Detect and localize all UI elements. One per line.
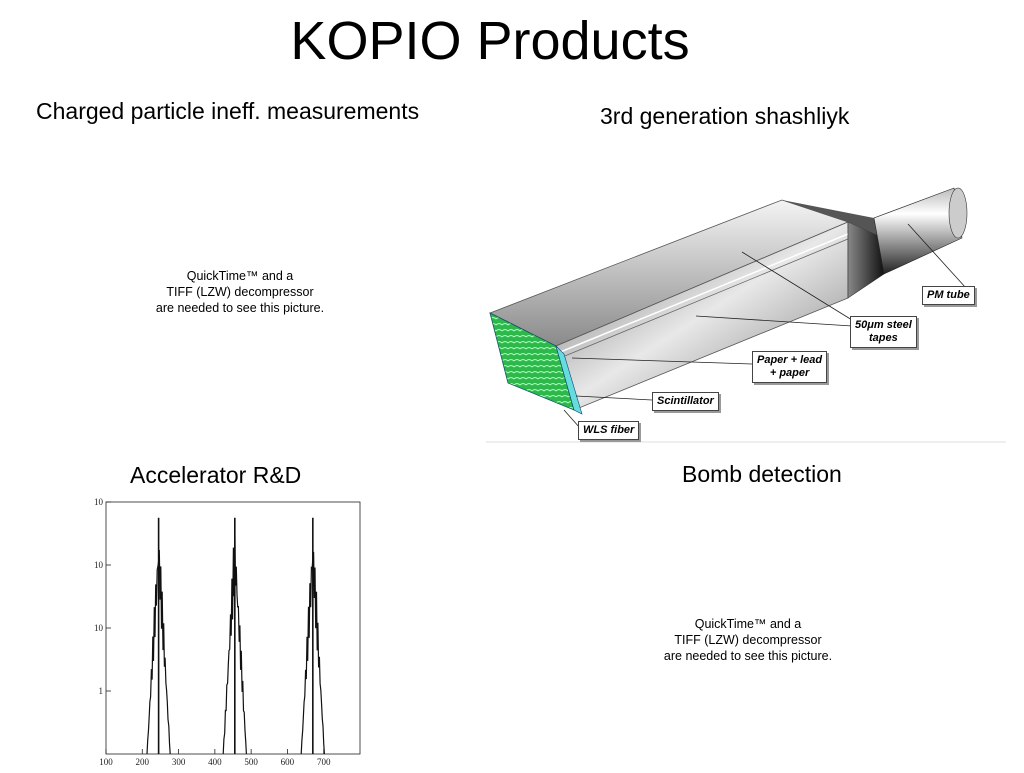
module-drawing xyxy=(486,187,1006,443)
caption-shashliyk: 3rd generation shashliyk xyxy=(600,103,850,129)
label-pm-tube: PM tube xyxy=(922,286,975,305)
quicktime-placeholder-bottom: QuickTime™ and a TIFF (LZW) decompressor… xyxy=(628,616,868,664)
x-tick-label: 500 xyxy=(244,757,258,767)
label-paper-lead: Paper + lead + paper xyxy=(752,351,828,383)
y-tick-label: 10 xyxy=(94,560,104,570)
placeholder-line: TIFF (LZW) decompressor xyxy=(166,285,314,299)
x-tick-label: 400 xyxy=(208,757,222,767)
plot-svg: 100 200 300 400 500 600 700 1 10 10 10 xyxy=(94,497,361,767)
placeholder-line: QuickTime™ and a xyxy=(186,269,294,283)
y-tick-label: 10 xyxy=(94,623,104,633)
x-tick-label: 300 xyxy=(172,757,186,767)
caption-bomb-detection: Bomb detection xyxy=(682,461,842,487)
quicktime-placeholder-top: QuickTime™ and a TIFF (LZW) decompressor… xyxy=(120,268,360,316)
page-title: KOPIO Products xyxy=(290,11,690,71)
placeholder-line: are needed to see this picture. xyxy=(663,649,833,663)
label-steel-tapes: 50μm steel tapes xyxy=(850,316,917,348)
shashliyk-module-diagram: PM tube 50μm steel tapes Paper + lead + … xyxy=(484,178,1008,446)
placeholder-line: QuickTime™ and a xyxy=(694,617,802,631)
caption-charged-particle: Charged particle ineff. measurements xyxy=(36,98,420,124)
y-tick-label: 10 xyxy=(94,498,104,507)
x-tick-label: 700 xyxy=(317,757,331,767)
x-tick-label: 600 xyxy=(281,757,295,767)
label-scintillator: Scintillator xyxy=(652,392,719,411)
caption-accelerator: Accelerator R&D xyxy=(130,462,302,488)
x-tick-label: 100 xyxy=(99,757,113,767)
label-wls-fiber: WLS fiber xyxy=(578,421,640,440)
accelerator-plot: 100 200 300 400 500 600 700 1 10 10 10 xyxy=(78,497,368,768)
leader-lines xyxy=(563,223,967,429)
placeholder-line: are needed to see this picture. xyxy=(155,301,325,315)
x-tick-label: 200 xyxy=(136,757,150,767)
placeholder-line: TIFF (LZW) decompressor xyxy=(674,633,822,647)
y-tick-label: 1 xyxy=(99,686,104,696)
